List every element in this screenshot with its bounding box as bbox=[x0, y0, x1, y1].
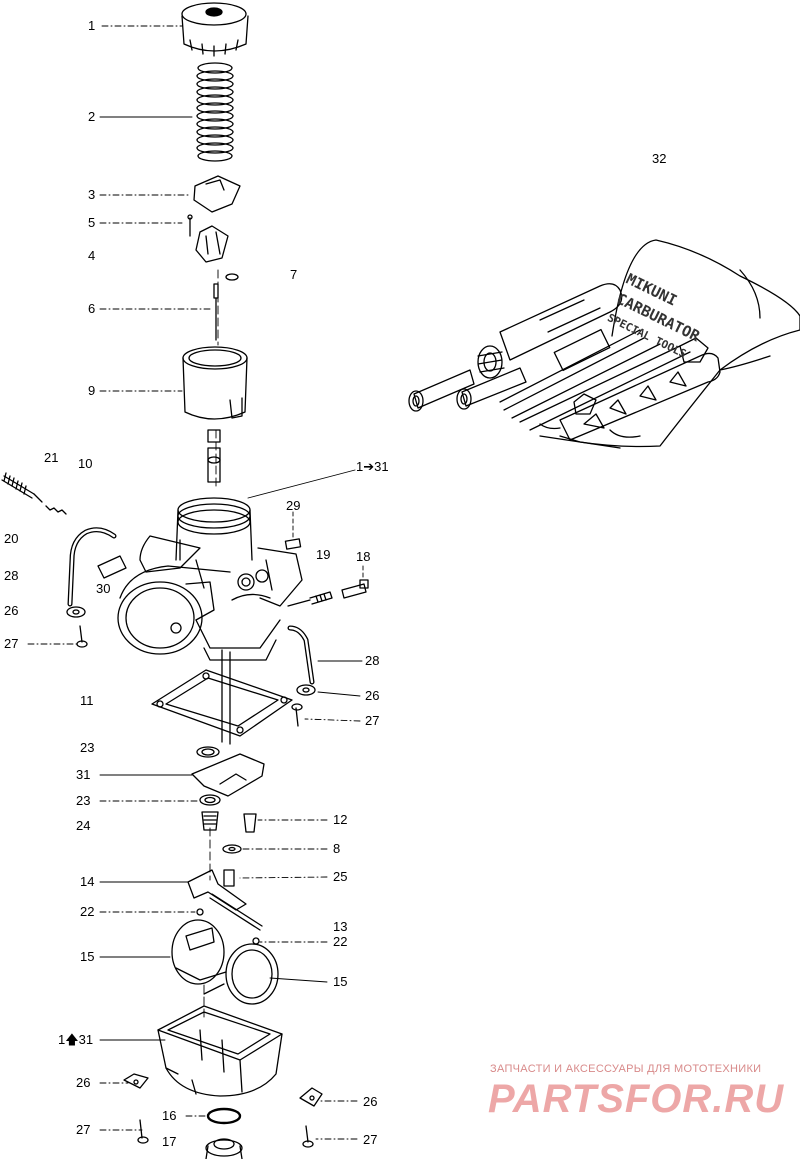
right-tube-part bbox=[287, 625, 316, 727]
callout-1: 1 bbox=[88, 18, 96, 33]
needle-valve-part bbox=[201, 811, 257, 854]
callout-27-left: 27 bbox=[4, 636, 19, 651]
callout-3: 3 bbox=[88, 187, 96, 202]
callout-5: 5 bbox=[88, 215, 96, 230]
callout-9: 9 bbox=[88, 383, 96, 398]
callout-27-bottom-left: 27 bbox=[76, 1122, 91, 1137]
tool-kit-part bbox=[408, 239, 800, 449]
callout-25: 25 bbox=[333, 869, 348, 884]
callout-11: 11 bbox=[80, 693, 94, 708]
idle-screw-part bbox=[1, 472, 67, 515]
callout-28-left: 28 bbox=[4, 568, 19, 583]
left-tube-part bbox=[66, 527, 127, 648]
callout-29: 29 bbox=[286, 498, 301, 513]
callout-1-to-31-bottom: 1🡅31 bbox=[58, 1032, 94, 1048]
callout-27-right: 27 bbox=[365, 713, 380, 728]
callout-4: 4 bbox=[88, 248, 96, 263]
callout-14: 14 bbox=[80, 874, 95, 889]
holder-part bbox=[187, 214, 239, 281]
float-bowl-part bbox=[157, 1005, 283, 1097]
callout-26-bottom-left: 26 bbox=[76, 1075, 91, 1090]
callout-16: 16 bbox=[162, 1108, 177, 1123]
bottom-fasteners-part bbox=[123, 1073, 323, 1148]
up-arrow-icon: 🡅 bbox=[65, 1033, 79, 1048]
drain-plug-part bbox=[205, 1107, 243, 1159]
top-cap-part bbox=[181, 2, 249, 57]
callout-15-right: 15 bbox=[333, 974, 348, 989]
spring-part bbox=[196, 62, 234, 162]
callout-2: 2 bbox=[88, 109, 96, 124]
callout-8: 8 bbox=[333, 841, 341, 856]
callout-27-bottom-right: 27 bbox=[363, 1132, 378, 1147]
leader-lines bbox=[27, 25, 364, 1140]
floats-part bbox=[171, 919, 279, 1005]
callout-13: 13 bbox=[333, 919, 348, 934]
gasket-part bbox=[151, 649, 293, 745]
callout-28-right: 28 bbox=[365, 653, 380, 668]
callout-17: 17 bbox=[162, 1134, 177, 1149]
callout-10: 10 bbox=[78, 456, 93, 471]
callout-22-right: 22 bbox=[333, 934, 348, 949]
callout-12: 12 bbox=[333, 812, 348, 827]
callout-24: 24 bbox=[76, 818, 91, 833]
callout-26-bottom-right: 26 bbox=[363, 1094, 378, 1109]
callout-18: 18 bbox=[356, 549, 371, 564]
callout-26-left: 26 bbox=[4, 603, 19, 618]
callout-22-left: 22 bbox=[80, 904, 95, 919]
callout-23-bottom: 23 bbox=[76, 793, 91, 808]
float-plate-part bbox=[191, 746, 265, 806]
callout-19: 19 bbox=[316, 547, 331, 562]
callout-21: 21 bbox=[44, 450, 59, 465]
callout-15-left: 15 bbox=[80, 949, 95, 964]
needle-part bbox=[213, 283, 219, 341]
callout-32: 32 bbox=[652, 151, 667, 166]
callout-31: 31 bbox=[76, 767, 91, 782]
jets-part bbox=[284, 538, 369, 607]
callout-20: 20 bbox=[4, 531, 19, 546]
callout-7: 7 bbox=[290, 267, 298, 282]
callout-30: 30 bbox=[96, 581, 111, 596]
float-arm-part bbox=[187, 869, 263, 945]
watermark-tagline: ЗАПЧАСТИ И АКСЕССУАРЫ ДЛЯ МОТОТЕХНИКИ bbox=[490, 1063, 762, 1075]
right-arrow-icon: ➔ bbox=[363, 460, 375, 475]
plate-part bbox=[193, 175, 241, 213]
callout-23-top: 23 bbox=[80, 740, 95, 755]
watermark-logo: PARTSFOR.RU bbox=[488, 1077, 785, 1121]
throttle-slide-part bbox=[182, 346, 248, 483]
callout-6: 6 bbox=[88, 301, 96, 316]
callout-26-right: 26 bbox=[365, 688, 380, 703]
carburetor-body-part bbox=[117, 497, 303, 661]
callout-1-to-31-top: 1➔31 bbox=[356, 459, 389, 475]
